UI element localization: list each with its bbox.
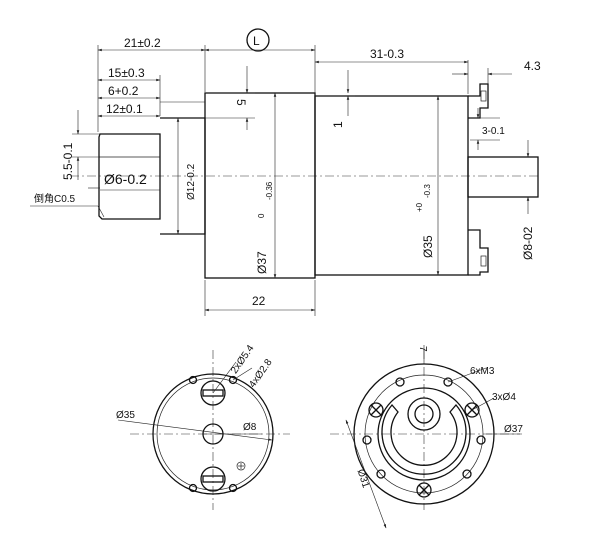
front-shaft-section	[414, 404, 434, 424]
front-hole-3	[362, 435, 372, 445]
terminal-top	[468, 83, 489, 119]
dim-4-3: 4.3	[524, 59, 541, 73]
front-screw-left	[368, 402, 384, 418]
dim-line-front-phi31	[345, 419, 387, 529]
rear-can-outline	[152, 373, 274, 495]
front-dim-3x4: 3xØ4	[492, 392, 516, 403]
dim-1: 1	[331, 121, 345, 128]
terminal-slot-bottom	[202, 475, 224, 483]
dim-15: 15±0.3	[108, 66, 145, 80]
rear-hole-4	[228, 483, 238, 493]
front-hole-6	[462, 469, 472, 479]
front-arc-slot	[381, 403, 467, 475]
rear-dim-2x5-4: 2xØ5.4	[229, 343, 257, 376]
dim-12: 12±0.1	[106, 102, 143, 116]
dim-phi6: Ø6-0.2	[104, 171, 147, 187]
dim-L-circle	[246, 28, 270, 52]
terminal-pad-top	[200, 380, 226, 406]
dim-22: 22	[252, 294, 266, 308]
rear-hole-1	[188, 375, 198, 385]
front-hole-1	[395, 377, 405, 387]
terminal-bottom-hole	[480, 255, 487, 267]
dim-21: 21±0.2	[124, 36, 161, 50]
dim-31: 31-0.3	[370, 47, 404, 61]
dim-phi35: Ø35	[421, 235, 435, 258]
rear-view: Ø35 Ø8 2xØ5.4 4xØ2.8	[116, 343, 290, 510]
leader-3x4	[471, 397, 495, 411]
side-view: 21±0.2 L 31-0.3 4.3 15±0.3 6+0.2 12±0.1 …	[30, 28, 541, 316]
dim-5-5: 5.5-0.1	[61, 142, 75, 180]
dim-chamfer: 倒角C0.5	[34, 193, 76, 205]
rear-shaft	[467, 156, 539, 198]
front-boss	[407, 397, 441, 431]
front-screw-bottom	[416, 482, 432, 498]
terminal-top-hole	[480, 90, 487, 102]
front-dim-7: 7	[417, 346, 428, 352]
front-dim-6xm3: 6xM3	[470, 366, 495, 377]
leader-6xm3	[447, 367, 487, 383]
rear-hole-3	[188, 483, 198, 493]
leader-2x5-4	[212, 361, 237, 394]
dim-line-rear-phi35	[117, 419, 273, 441]
dim-6: 6+0.2	[108, 84, 139, 98]
front-view: 7 6xM3 3xØ4 Ø37 Ø31	[330, 345, 523, 529]
plus-mark-circle	[236, 461, 246, 471]
output-shaft	[98, 133, 161, 220]
dim-phi35-lower: -0.3	[423, 184, 432, 198]
front-dim-phi31: Ø31	[355, 468, 371, 490]
gearbox-boss	[160, 117, 206, 235]
dim-L: L	[253, 34, 260, 48]
rear-hole-2	[228, 375, 238, 385]
rear-dim-phi35: Ø35	[116, 410, 135, 421]
rear-dim-phi8: Ø8	[243, 422, 257, 433]
rear-can-inner	[156, 377, 270, 491]
dim-phi35-upper: +0	[415, 202, 424, 212]
terminal-pad-bottom	[200, 466, 226, 492]
leader-4x2-8	[232, 367, 253, 381]
dim-phi12: Ø12-0.2	[186, 163, 197, 200]
front-hole-4	[476, 435, 486, 445]
dim-phi37-upper: 0	[257, 213, 266, 218]
terminal-bottom	[468, 229, 489, 276]
front-dim-phi37: Ø37	[504, 424, 523, 435]
gearbox-body	[204, 92, 316, 279]
leader-chamfer-tip	[97, 205, 105, 218]
dim-phi37-lower: -0.36	[265, 181, 274, 200]
terminal-slot-top	[202, 389, 224, 397]
dim-3: 3-0.1	[482, 126, 505, 137]
rear-dim-4x2-8: 4xØ2.8	[247, 357, 275, 390]
front-hole-2	[443, 377, 453, 387]
dim-5: 5	[234, 99, 248, 106]
dim-phi37: Ø37	[255, 251, 269, 274]
dim-phi8: Ø8-02	[521, 226, 535, 260]
